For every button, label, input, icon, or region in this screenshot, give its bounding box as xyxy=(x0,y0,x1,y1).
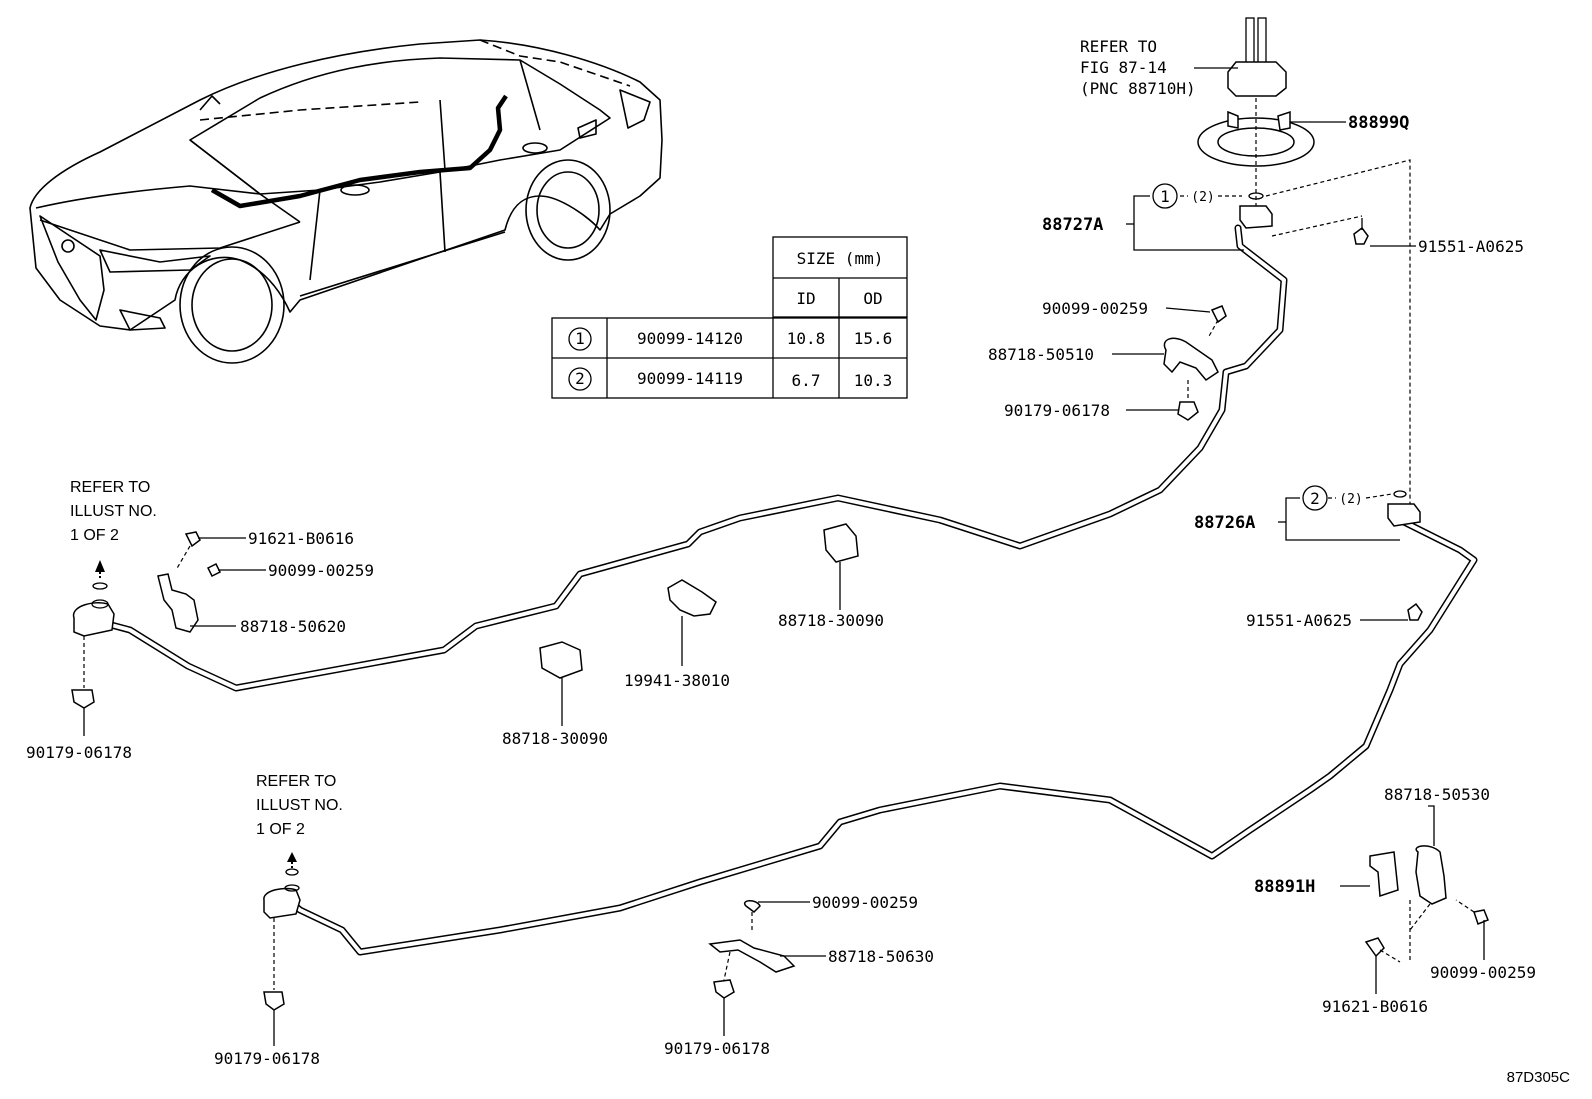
left-union-group xyxy=(71,531,222,709)
label-88718-50530: 88718-50530 xyxy=(1384,785,1490,804)
bolt-91551-top xyxy=(1353,226,1369,245)
callout-1-mark: 1 xyxy=(1160,187,1170,206)
union-88726A xyxy=(1387,503,1421,527)
label-91621-left: 91621-B0616 xyxy=(248,529,354,548)
label-91621-right: 91621-B0616 xyxy=(1322,997,1428,1016)
label-88891H: 88891H xyxy=(1254,877,1315,897)
label-88899Q: 88899Q xyxy=(1348,113,1409,133)
clamp-88718-50510 xyxy=(1163,305,1227,421)
size-table: SIZE (mm) ID OD 1 90099-14120 10.8 15.6 … xyxy=(551,236,908,399)
callout-1-circle xyxy=(1152,183,1178,209)
label-91551-mid: 91551-A0625 xyxy=(1246,611,1352,630)
refer-illust-a-line-1: REFER TO xyxy=(70,479,150,496)
table-row-1-id: 10.8 xyxy=(787,329,826,348)
label-88726A: 88726A xyxy=(1194,513,1255,533)
callout-2-qty: (2) xyxy=(1339,492,1362,507)
label-88718-50620: 88718-50620 xyxy=(240,617,346,636)
table-header-od: OD xyxy=(863,289,882,308)
diagram-code: 87D305C xyxy=(1507,1069,1571,1086)
table-header-size: SIZE (mm) xyxy=(797,249,884,268)
brake-pipe-upper xyxy=(96,224,1288,692)
lower-left-union-group xyxy=(263,852,301,1011)
label-90179-c: 90179-06178 xyxy=(664,1039,770,1058)
refer-fig-line-2: FIG 87-14 xyxy=(1080,58,1167,77)
label-90179-a: 90179-06178 xyxy=(1004,401,1110,420)
table-row-2-id: 6.7 xyxy=(792,371,821,390)
refer-illust-a-line-2: ILLUST NO. xyxy=(70,503,157,520)
label-88727A: 88727A xyxy=(1042,215,1103,235)
label-19941-38010: 19941-38010 xyxy=(624,671,730,690)
table-row-2-part: 90099-14119 xyxy=(637,369,743,388)
label-88718-50630: 88718-50630 xyxy=(828,947,934,966)
gasket-mid xyxy=(1393,490,1407,498)
refer-fig-line-1: REFER TO xyxy=(1080,37,1157,56)
union-88727A xyxy=(1239,205,1273,229)
part-labels: REFER TO FIG 87-14 (PNC 88710H) 88899Q 8… xyxy=(26,37,1570,1086)
callout-2-mark: 2 xyxy=(1310,489,1320,508)
bolt-91551-mid xyxy=(1407,602,1423,621)
label-90099-b: 90099-00259 xyxy=(268,561,374,580)
label-88718-30090-b: 88718-30090 xyxy=(502,729,608,748)
clip-19941-38010 xyxy=(667,579,717,617)
refer-illust-a-line-3: 1 OF 2 xyxy=(70,527,119,544)
clip-88718-30090-a xyxy=(823,523,859,563)
label-90179-d: 90179-06178 xyxy=(214,1049,320,1068)
label-88718-50510: 88718-50510 xyxy=(988,345,1094,364)
table-row-1-mark: 1 xyxy=(575,329,585,348)
refer-illust-b-line-3: 1 OF 2 xyxy=(256,821,305,838)
gasket-top xyxy=(1248,192,1264,200)
refer-fig-line-3: (PNC 88710H) xyxy=(1080,79,1196,98)
clamp-88891H-group xyxy=(1364,845,1489,963)
table-header-id: ID xyxy=(796,289,815,308)
refer-illust-b-line-1: REFER TO xyxy=(256,773,336,790)
clip-88718-30090-b xyxy=(539,641,583,679)
table-row-2-mark: 2 xyxy=(575,369,585,388)
label-90099-a: 90099-00259 xyxy=(1042,299,1148,318)
table-row-1-od: 15.6 xyxy=(854,329,893,348)
callout-1-qty: (2) xyxy=(1191,190,1214,205)
callout-2-circle xyxy=(1302,485,1328,511)
label-88718-30090-a: 88718-30090 xyxy=(778,611,884,630)
table-row-2-od: 10.3 xyxy=(854,371,893,390)
table-row-1-part: 90099-14120 xyxy=(637,329,743,348)
label-90179-b: 90179-06178 xyxy=(26,743,132,762)
label-90099-d: 90099-00259 xyxy=(1430,963,1536,982)
car-illustration xyxy=(29,39,663,364)
label-91551-top: 91551-A0625 xyxy=(1418,237,1524,256)
reservoir-hose-assembly xyxy=(1227,17,1287,97)
leader-lines xyxy=(83,67,1485,1046)
refer-illust-b-line-2: ILLUST NO. xyxy=(256,797,343,814)
label-90099-c: 90099-00259 xyxy=(812,893,918,912)
clamp-88718-50630 xyxy=(708,900,796,999)
brake-pipe-lower xyxy=(284,516,1478,956)
